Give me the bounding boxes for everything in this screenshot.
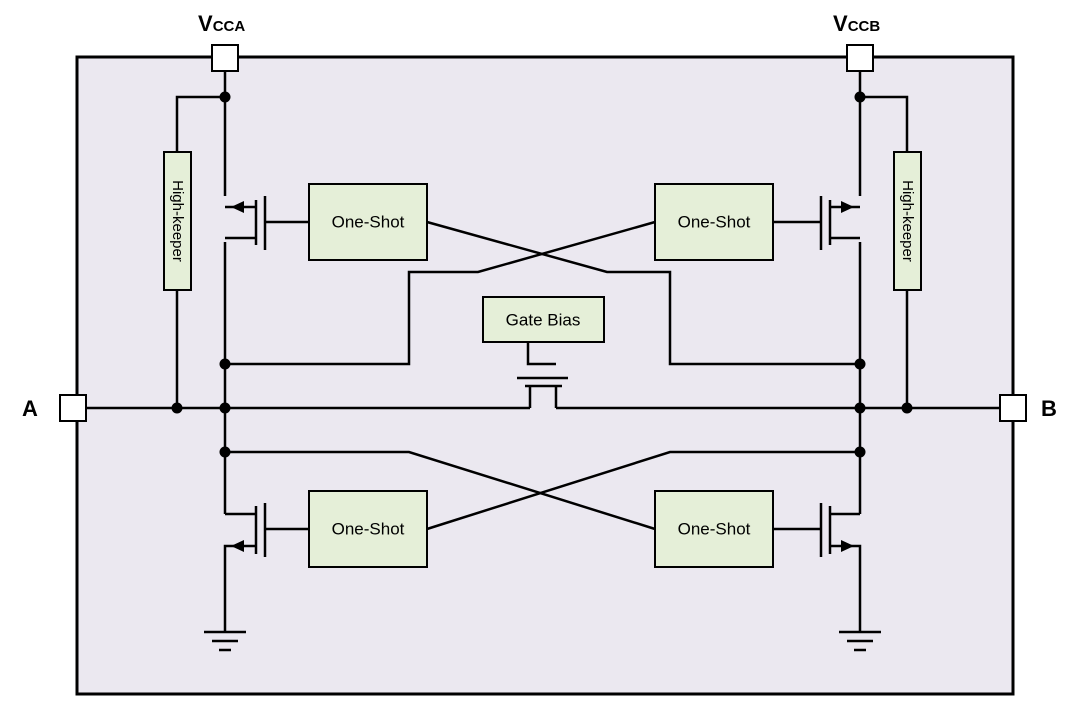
pin-a-square — [59, 394, 87, 422]
pin-b-square — [999, 394, 1027, 422]
gate-bias-label: Gate Bias — [506, 311, 581, 330]
one-shot-top-right-label: One-Shot — [678, 213, 751, 232]
ground-symbol-left — [204, 630, 246, 652]
high-keeper-right: High-keeper — [893, 151, 922, 291]
one-shot-top-left: One-Shot — [308, 183, 428, 261]
nmos-arrow-right — [841, 540, 854, 552]
pmos-arrow-right — [841, 201, 854, 213]
one-shot-top-left-label: One-Shot — [332, 213, 405, 232]
chip-outline — [75, 55, 1015, 696]
one-shot-bottom-right-label: One-Shot — [678, 520, 751, 539]
one-shot-bottom-left: One-Shot — [308, 490, 428, 568]
transistor-arrows — [231, 201, 854, 552]
pmos-arrow-left — [231, 201, 244, 213]
high-keeper-right-label: High-keeper — [899, 180, 916, 262]
pin-b-label: B — [1041, 396, 1057, 421]
nmos-arrow-left — [231, 540, 244, 552]
ground-symbol-right — [839, 630, 881, 652]
gate-bias-block: Gate Bias — [482, 296, 605, 343]
pin-vccb-square — [846, 44, 874, 72]
wires — [85, 68, 1000, 632]
pin-vcca-square — [211, 44, 239, 72]
junction-dots — [171, 91, 913, 458]
pin-a-label: A — [22, 396, 38, 421]
one-shot-bottom-left-label: One-Shot — [332, 520, 405, 539]
high-keeper-left-label: High-keeper — [169, 180, 186, 262]
pin-vcca-label: VCCA — [198, 11, 245, 36]
pin-squares — [59, 44, 1027, 422]
high-keeper-left: High-keeper — [163, 151, 192, 291]
one-shot-bottom-right: One-Shot — [654, 490, 774, 568]
one-shot-top-right: One-Shot — [654, 183, 774, 261]
pin-vccb-label: VCCB — [833, 11, 880, 36]
